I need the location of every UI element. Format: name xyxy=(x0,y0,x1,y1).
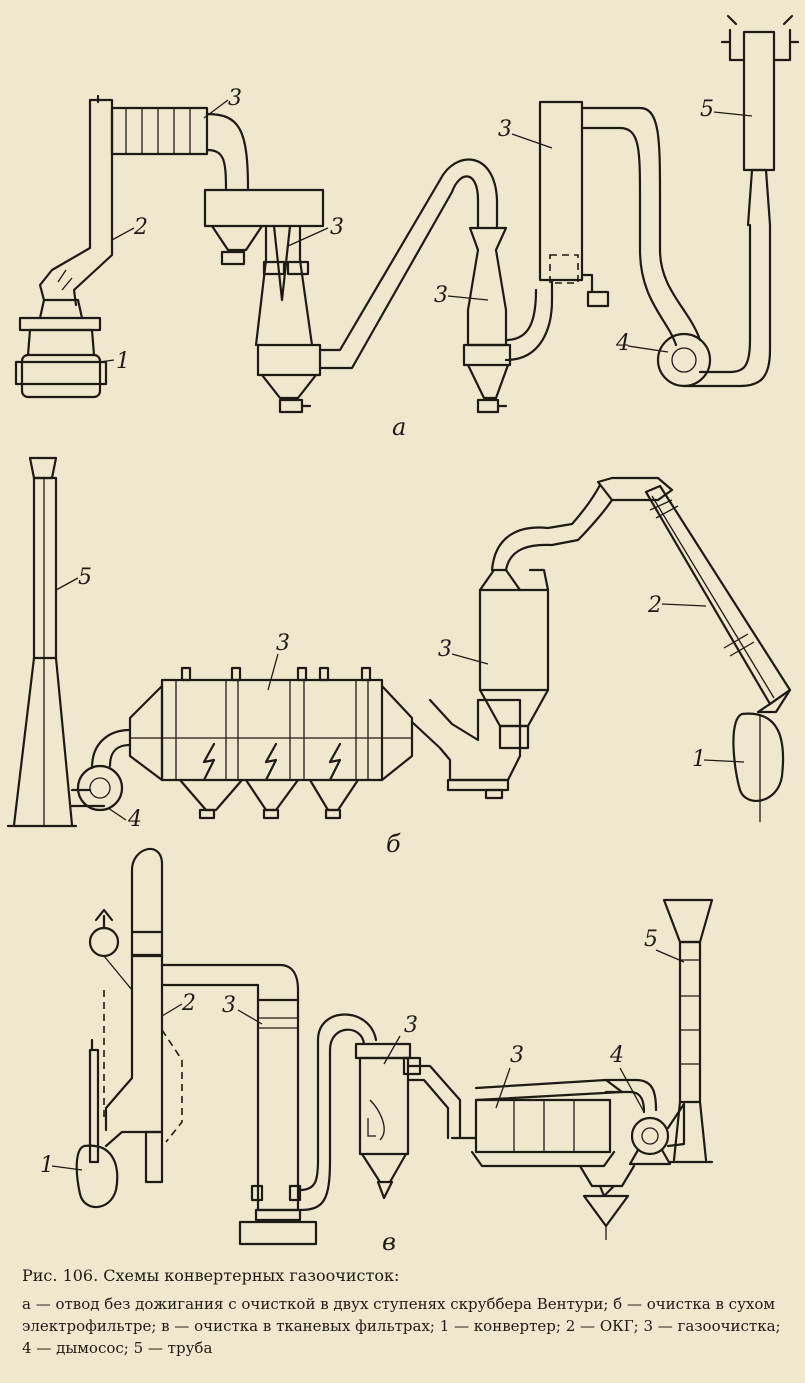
scheme-a: 1 2 3 3 3 3 4 5 а xyxy=(14,14,800,441)
separator-tower-a xyxy=(504,100,702,362)
exhauster-a xyxy=(656,223,772,388)
label-v-3-cyclone: 3 xyxy=(404,1013,418,1038)
stack-v xyxy=(662,898,714,1164)
converter-v xyxy=(75,1038,119,1209)
venturi-stage-1 xyxy=(203,188,325,414)
cooler-tower-v xyxy=(238,998,378,1246)
label-v-5: 5 xyxy=(644,927,658,952)
duct-b xyxy=(410,698,522,800)
label-b-4: 4 xyxy=(127,807,142,832)
caption-body: а — отвод без дожигания с очисткой в дву… xyxy=(22,1295,781,1357)
label-b-1: 1 xyxy=(692,747,706,772)
label-a-3-venturi1: 3 xyxy=(330,215,344,240)
venturi-stage-2 xyxy=(462,226,512,414)
label-b-3-filter: 3 xyxy=(276,631,290,656)
converter-b xyxy=(732,712,785,822)
figure-caption: Рис. 106. Схемы конвертерных газоочисток… xyxy=(22,1265,792,1359)
label-a-4: 4 xyxy=(615,331,630,356)
caption-title: Рис. 106. Схемы конвертерных газоочисток… xyxy=(22,1266,400,1285)
cooler-tower-b xyxy=(478,483,614,750)
scheme-v-sublabel: в xyxy=(382,1228,396,1256)
label-b-5: 5 xyxy=(78,565,92,590)
label-b-3-tower: 3 xyxy=(438,637,452,662)
label-v-3-cooler: 3 xyxy=(222,993,236,1018)
cyclone-v xyxy=(354,1042,462,1200)
okg-v xyxy=(88,847,183,1184)
converter-a xyxy=(14,298,108,399)
label-a-3-exchanger: 3 xyxy=(228,86,242,111)
okg-b xyxy=(596,476,792,714)
scheme-b-sublabel: б xyxy=(386,830,401,858)
label-v-1: 1 xyxy=(40,1153,54,1178)
scheme-a-sublabel: а xyxy=(392,413,406,441)
label-v-2: 2 xyxy=(181,991,196,1016)
exhauster-v xyxy=(604,1078,686,1166)
stack-b xyxy=(6,456,78,828)
label-v-4: 4 xyxy=(609,1043,624,1068)
scheme-v: 1 2 3 3 3 4 5 в xyxy=(40,847,714,1256)
label-a-2: 2 xyxy=(133,215,148,240)
electrofilter xyxy=(128,666,414,820)
scheme-b: 5 4 3 3 2 1 б xyxy=(6,456,792,858)
duct-v-top xyxy=(160,963,300,1002)
okg-boiler-a xyxy=(38,94,114,307)
label-v-3-filter: 3 xyxy=(510,1043,524,1068)
duct-a xyxy=(318,158,499,370)
label-b-2: 2 xyxy=(647,593,662,618)
heat-exchanger-a xyxy=(110,106,250,192)
stack-a xyxy=(720,14,800,227)
bag-filter-v xyxy=(450,1078,636,1240)
label-a-5: 5 xyxy=(700,97,714,122)
exhauster-b xyxy=(70,728,132,812)
label-a-3-tower: 3 xyxy=(498,117,512,142)
label-a-3-venturi2: 3 xyxy=(434,283,448,308)
label-a-1: 1 xyxy=(116,349,130,374)
